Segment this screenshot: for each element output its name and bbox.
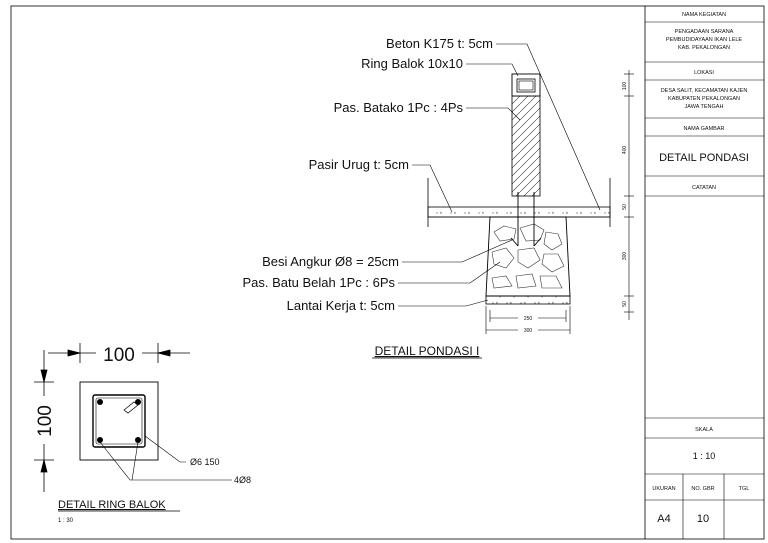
- ring-dim-top-text: 100: [103, 345, 135, 366]
- tb-nogbr: 10: [697, 513, 709, 525]
- stone-pattern: [491, 223, 565, 289]
- tb-kegiatan-3: KAB. PEKALONGAN: [678, 45, 730, 51]
- tb-kegiatan-label: NAMA KEGIATAN: [682, 12, 726, 18]
- sheet-border: [10, 5, 765, 540]
- leaders: [398, 43, 601, 307]
- tb-lokasi-3: JAWA TENGAH: [685, 104, 724, 110]
- tb-catatan-label: CATATAN: [692, 185, 716, 191]
- tb-kegiatan-2: PEMBUDIDAYAAN IKAN LELE: [666, 37, 743, 43]
- tb-gambar: DETAIL PONDASI: [659, 152, 749, 164]
- tb-skala-label: SKALA: [695, 427, 713, 433]
- dim-v-300: 300: [622, 252, 628, 261]
- dim-right: [624, 70, 634, 320]
- tb-kegiatan-1: PENGADAAN SARANA: [675, 29, 734, 35]
- besi-angkur: [510, 192, 542, 247]
- batako-wall: [511, 95, 541, 197]
- ring-label-bars: 4Ø8: [234, 475, 251, 485]
- ring-dim-top: [48, 343, 190, 363]
- label-lantai: Lantai Kerja t: 5cm: [287, 298, 395, 313]
- title-block: NAMA KEGIATAN PENGADAAN SARANA PEMBUDIDA…: [644, 6, 764, 539]
- dim-300: 300: [524, 328, 533, 334]
- label-batu: Pas. Batu Belah 1Pc : 6Ps: [243, 275, 396, 290]
- tb-lokasi-1: DESA SALIT, KECAMATAN KAJEN: [661, 88, 748, 94]
- tb-nogbr-label: NO. GBR: [691, 486, 714, 492]
- beton-slab: [427, 206, 611, 218]
- dim-250: 250: [524, 316, 533, 322]
- ring-leaders: [99, 435, 232, 481]
- ring-label-stirrup: Ø6 150: [190, 457, 220, 467]
- label-besi: Besi Angkur Ø8 = 25cm: [262, 254, 399, 269]
- ring-balok-section: 100 100 Ø6 150 4Ø8 DETAIL RING BALOK 1 :…: [34, 343, 251, 524]
- ring-stirrup: [92, 394, 146, 448]
- tb-tgl-label: TGL: [739, 486, 750, 492]
- ring-outer: [79, 381, 159, 461]
- label-ring-balok: Ring Balok 10x10: [361, 56, 463, 71]
- tb-skala: 1 : 10: [693, 451, 716, 461]
- dim-v-50b: 50: [622, 301, 628, 307]
- detail-pondasi-title: DETAIL PONDASI I: [375, 344, 480, 358]
- label-beton: Beton K175 t: 5cm: [386, 36, 493, 51]
- label-batako: Pas. Batako 1Pc : 4Ps: [334, 100, 464, 115]
- foundation-section: 250 300 100 400 50 300 50 Beton: [243, 36, 634, 359]
- ring-balok-top: [511, 73, 541, 97]
- ring-scale: 1 : 30: [58, 518, 74, 524]
- tb-lokasi-label: LOKASI: [694, 70, 714, 76]
- dim-v-100: 100: [622, 82, 628, 91]
- ring-title: DETAIL RING BALOK: [58, 499, 166, 511]
- tb-lokasi-2: KABUPATEN PEKALONGAN: [668, 96, 740, 102]
- dim-v-50a: 50: [622, 204, 628, 210]
- ring-dim-left-text: 100: [35, 405, 56, 437]
- tb-ukuran: A4: [657, 513, 670, 525]
- tb-ukuran-label: UKURAN: [652, 486, 675, 492]
- batu-belah-foundation: [485, 216, 571, 297]
- tb-gambar-label: NAMA GAMBAR: [684, 126, 725, 132]
- lantai-kerja: [485, 295, 571, 305]
- label-pasir: Pasir Urug t: 5cm: [309, 157, 409, 172]
- ring-dim-left: [34, 350, 54, 492]
- dim-v-400: 400: [622, 146, 628, 155]
